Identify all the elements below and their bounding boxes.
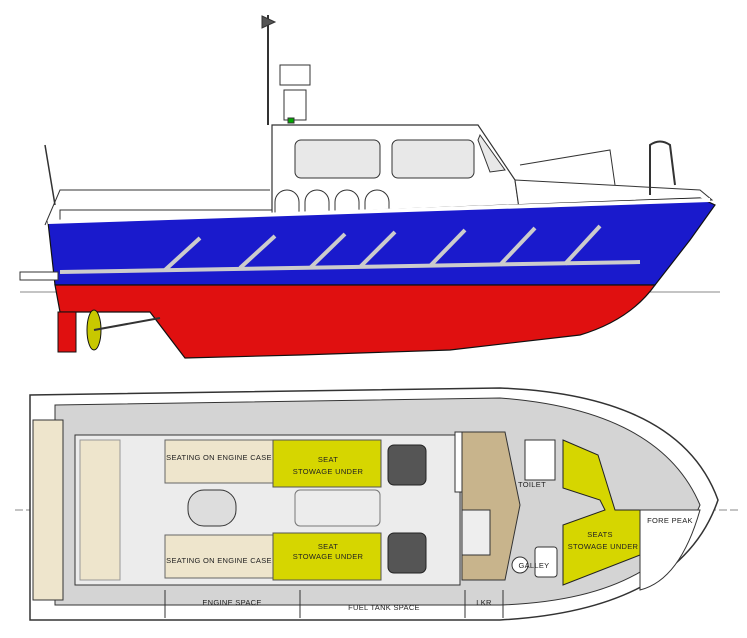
label-seating-engine-case-port: SEATING ON ENGINE CASE	[166, 453, 272, 462]
engine-case-stbd	[164, 534, 274, 579]
hull-bottom	[54, 284, 657, 359]
label-toilet: TOILET	[518, 480, 546, 489]
label-engine-space: ENGINE SPACE	[202, 598, 261, 607]
helm-seat-stbd	[387, 532, 427, 574]
label-galley: GALLEY	[519, 561, 550, 570]
label-seats: SEATS	[587, 530, 613, 539]
engine-case-port	[164, 439, 274, 484]
label-fore-peak: FORE PEAK	[647, 516, 693, 525]
hull-chines	[163, 224, 602, 272]
engine-hatch	[187, 489, 237, 527]
galley-sink	[534, 546, 558, 578]
plan-view: SEATING ON ENGINE CASE SEATING ON ENGINE…	[15, 387, 740, 621]
swim-platform	[19, 271, 59, 281]
label-seat-stbd: SEAT	[318, 542, 338, 551]
label-seats-stowage: STOWAGE UNDER	[568, 542, 639, 551]
label-stowage-stbd: STOWAGE UNDER	[293, 552, 364, 561]
helm-seat-port	[387, 444, 427, 486]
label-fuel-tank-space: FUEL TANK SPACE	[348, 603, 420, 612]
table	[294, 489, 381, 527]
window	[391, 139, 475, 179]
rubbing-strake	[59, 260, 641, 274]
forward-seats	[562, 439, 641, 586]
windscreen	[477, 133, 506, 173]
portholes	[274, 189, 548, 214]
window	[294, 139, 381, 179]
label-stowage-port: STOWAGE UNDER	[293, 467, 364, 476]
profile-view	[19, 15, 720, 359]
seat-stowage-stbd	[272, 532, 382, 581]
swim-platform	[32, 419, 64, 601]
rudder	[57, 311, 77, 353]
label-seat-port: SEAT	[318, 455, 338, 464]
mast	[261, 15, 311, 125]
label-lkr: LKR	[476, 598, 492, 607]
seat-stowage-port	[272, 439, 382, 488]
label-seating-engine-case-stbd: SEATING ON ENGINE CASE	[166, 556, 272, 565]
toilet-basin	[524, 439, 556, 481]
